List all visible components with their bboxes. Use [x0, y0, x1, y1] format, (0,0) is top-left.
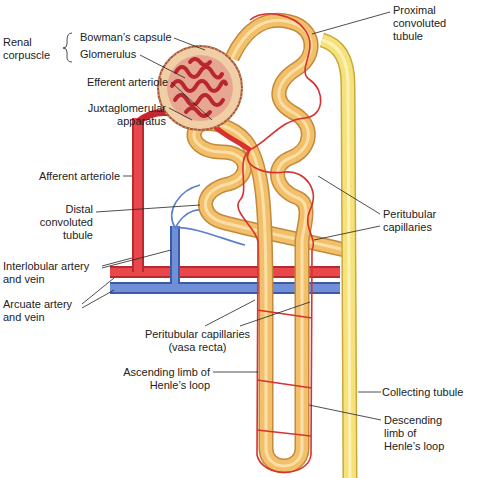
bracket [63, 33, 72, 62]
part-label: Afferent arteriole [20, 170, 120, 183]
leader-line [102, 250, 171, 268]
part-label: Interlobular artery and vein [3, 260, 108, 286]
part-label: Descending limb of Henle’s loop [384, 414, 452, 453]
part-label: Distal convoluted tubule [31, 203, 93, 242]
leader-line [314, 176, 380, 240]
part-label: Peritubular capillaries [383, 208, 473, 234]
leader-line [205, 300, 310, 326]
leader-line [140, 55, 185, 78]
capsule-texture [158, 46, 242, 130]
interlobular-vein [172, 226, 178, 284]
leader-line [213, 372, 258, 373]
vasa-recta [257, 310, 312, 436]
part-label: Efferent arteriole [68, 76, 168, 89]
leader-line [169, 108, 192, 120]
interlobular-artery [132, 118, 144, 272]
leader-line [82, 278, 114, 308]
part-label: Juxtaglomerular apparatus [71, 102, 166, 128]
leader-lines [63, 12, 390, 420]
leader-line [96, 205, 200, 212]
bowmans-capsule [158, 46, 242, 130]
glomerulus [167, 55, 233, 121]
vasa-recta [257, 245, 312, 472]
interlobular-vein [170, 226, 180, 284]
efferent-arteriole [212, 124, 250, 150]
part-label: Bowman’s capsule [80, 31, 190, 44]
part-label: Peritubular capillaries (vasa recta) [135, 328, 260, 354]
part-label: Renal corpuscle [3, 36, 61, 62]
leader-line [174, 38, 205, 50]
part-label: Collecting tubule [382, 386, 482, 399]
capillary [250, 14, 321, 150]
leader-line [312, 12, 390, 34]
part-label: Ascending limb of Henle’s loop [120, 366, 210, 392]
leader-line [309, 405, 381, 420]
leader-line [123, 176, 132, 177]
renal-corpuscle [158, 46, 242, 130]
leader-line [358, 392, 381, 393]
leader-line [171, 82, 212, 120]
interlobular-artery [134, 118, 142, 272]
part-label: Proximal convoluted tubule [393, 4, 463, 43]
capillary [248, 150, 314, 250]
part-label: Arcuate artery and vein [3, 298, 88, 324]
part-label: Glomerulus [80, 48, 170, 61]
capillary [238, 150, 258, 245]
